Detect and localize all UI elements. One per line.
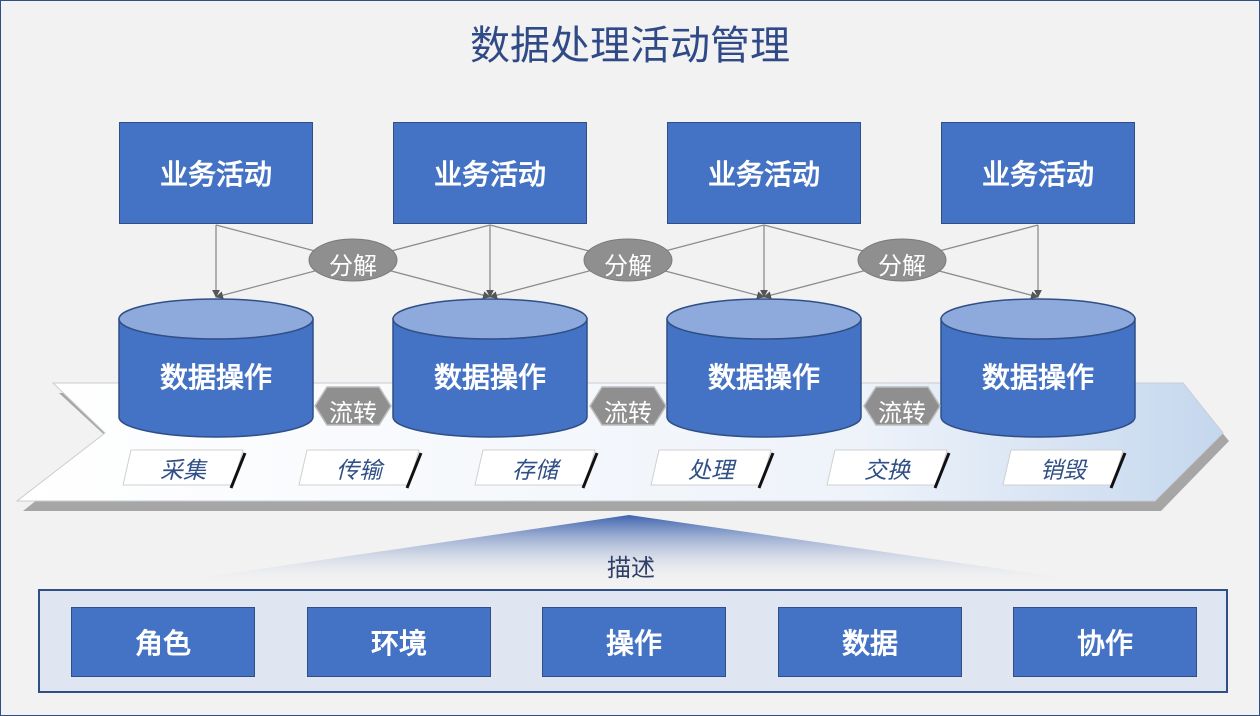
flow-label: 流转 <box>329 399 377 427</box>
decompose-ellipses <box>308 238 947 282</box>
data-operation-label: 数据操作 <box>707 361 820 394</box>
element-box-collaboration: 协作 <box>1013 607 1197 677</box>
cylinder <box>940 298 1136 438</box>
stage-label: 采集 <box>160 458 206 484</box>
stage-tag <box>650 449 775 489</box>
business-activity-box: 业务活动 <box>119 122 313 224</box>
flow-label: 流转 <box>604 399 652 427</box>
flow-hexagons <box>314 386 941 426</box>
description-fan <box>151 515 1113 585</box>
decompose-label: 分解 <box>878 252 926 280</box>
cylinder <box>392 298 588 438</box>
diagram-title: 数据处理活动管理 <box>470 23 790 69</box>
stage-tag <box>826 449 951 489</box>
flow-hexagon <box>314 386 392 426</box>
data-operation-cylinders <box>118 298 1136 438</box>
stage-label: 销毁 <box>1040 458 1086 484</box>
flow-hexagon <box>863 386 941 426</box>
element-box-environment: 环境 <box>307 607 491 677</box>
stage-tag <box>474 449 599 489</box>
business-activity-box: 业务活动 <box>941 122 1135 224</box>
stage-tag <box>122 449 247 489</box>
business-activity-box: 业务活动 <box>667 122 861 224</box>
stage-tag <box>298 449 423 489</box>
stage-label: 处理 <box>688 458 734 484</box>
decompose-ellipse <box>308 238 398 282</box>
stage-label: 存储 <box>512 458 558 484</box>
cylinder <box>666 298 862 438</box>
description-label: 描述 <box>607 554 655 582</box>
decompose-label: 分解 <box>329 252 377 280</box>
stage-label: 交换 <box>864 458 910 484</box>
decompose-ellipse <box>583 238 673 282</box>
data-operation-label: 数据操作 <box>433 361 546 394</box>
element-box-role: 角色 <box>71 607 255 677</box>
stage-tag <box>1002 449 1127 489</box>
flow-label: 流转 <box>878 399 926 427</box>
data-operation-label: 数据操作 <box>159 361 272 394</box>
stage-tags <box>122 449 1127 489</box>
element-box-data: 数据 <box>778 607 962 677</box>
decompose-label: 分解 <box>604 252 652 280</box>
stage-label: 传输 <box>336 458 382 484</box>
flow-hexagon <box>589 386 667 426</box>
element-box-operation: 操作 <box>542 607 726 677</box>
decompose-ellipse <box>857 238 947 282</box>
cylinder <box>118 298 314 438</box>
business-activity-box: 业务活动 <box>393 122 587 224</box>
data-operation-label: 数据操作 <box>981 361 1094 394</box>
